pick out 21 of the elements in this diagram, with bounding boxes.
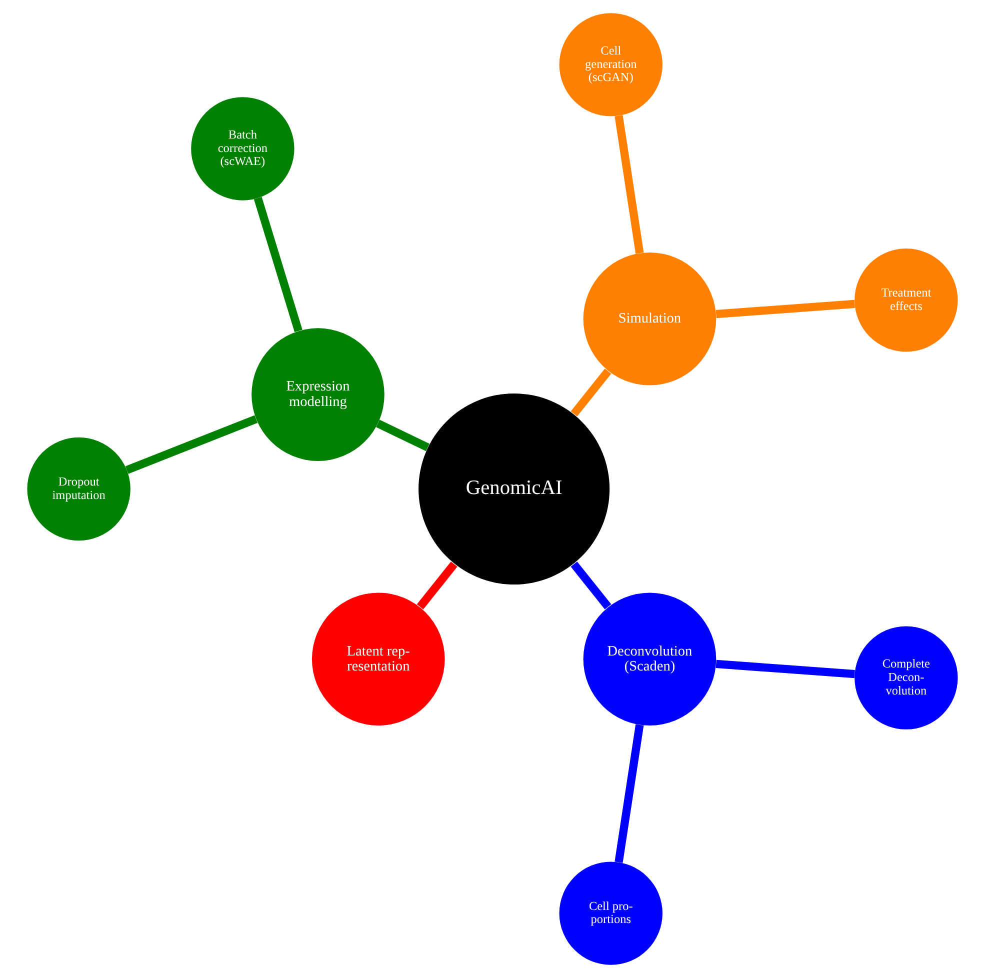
connector xyxy=(716,299,855,318)
connector xyxy=(254,196,302,332)
node-circle: Dropout imputation xyxy=(27,436,130,540)
connector xyxy=(125,414,258,474)
connector xyxy=(570,368,612,416)
connector xyxy=(716,659,855,678)
connector xyxy=(614,724,644,862)
node-circle: Treatment effects xyxy=(854,248,958,352)
node-circle: Complete Decon- volution xyxy=(854,626,958,729)
connector xyxy=(614,114,644,254)
connector xyxy=(416,561,458,609)
node-circle: Deconvolution (Scaden) xyxy=(583,592,716,726)
node-circle: Simulation xyxy=(583,252,716,385)
connector xyxy=(570,561,612,609)
node-circle: Cell generation (scGAN) xyxy=(559,12,662,116)
node-circle: Batch correction (scWAE) xyxy=(191,96,294,200)
node-circle: Cell pro- portions xyxy=(559,861,662,964)
node-circle: Latent rep- resentation xyxy=(312,592,445,726)
node-circle: Expression modelling xyxy=(252,328,384,460)
connector xyxy=(376,419,430,451)
node-circle: GenomicAI xyxy=(418,392,610,584)
